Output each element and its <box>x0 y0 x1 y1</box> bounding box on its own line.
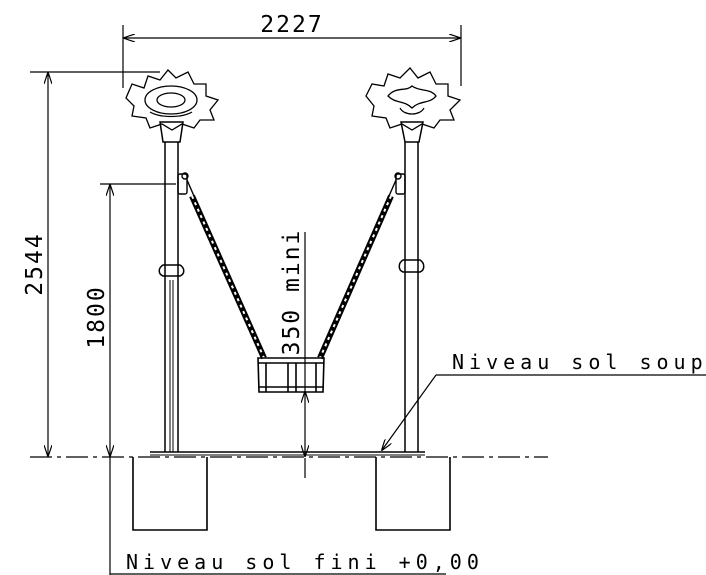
left-flower-top <box>125 69 220 131</box>
dimension-height <box>30 71 160 456</box>
base-plate <box>150 451 425 456</box>
right-flower-top <box>365 67 462 131</box>
dimension-clearance-label: 350 mini <box>279 229 305 356</box>
soft-ground-label: Niveau sol souple <box>452 350 706 374</box>
dimension-attachment-label: 1800 <box>84 285 110 348</box>
dimension-attachment <box>100 183 176 456</box>
footing-right <box>375 457 451 531</box>
dimension-width <box>122 25 462 88</box>
swing-seat <box>257 357 325 393</box>
leader-soft-ground <box>382 374 706 450</box>
right-post <box>398 121 425 452</box>
dimension-height-label: 2544 <box>22 232 48 295</box>
footing-left <box>132 457 208 531</box>
left-post <box>158 121 185 452</box>
hanger-left <box>177 172 195 197</box>
chain-left <box>189 194 267 360</box>
finished-ground-label: Niveau sol fini +0,00 <box>126 550 484 574</box>
chain-right <box>317 194 394 360</box>
hanger-right <box>388 172 406 197</box>
leader-finished-ground <box>109 457 446 575</box>
dimension-width-label: 2227 <box>260 12 323 38</box>
